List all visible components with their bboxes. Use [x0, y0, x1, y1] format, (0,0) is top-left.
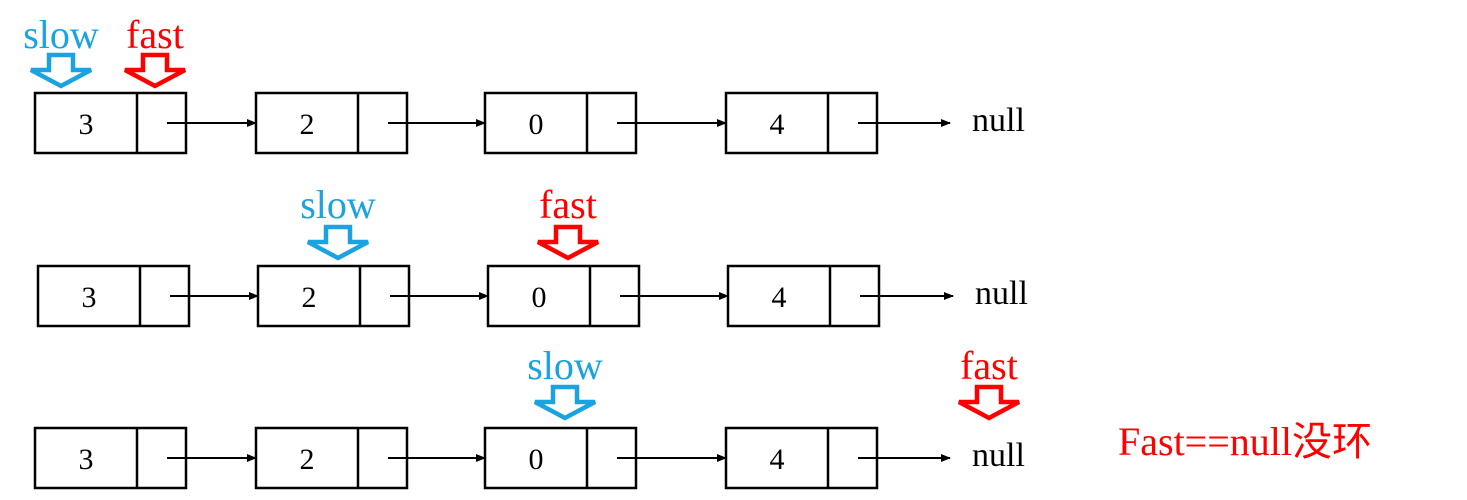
row-0-null-label: null	[972, 102, 1025, 139]
row-2-slow-arrow-icon	[533, 384, 597, 421]
row-0-node-2-value: 0	[529, 108, 544, 141]
row-2-node-2-value: 0	[529, 443, 544, 476]
row-2-fast-arrow-icon	[957, 384, 1021, 421]
row-2-fast-label: fast	[960, 343, 1018, 388]
row-1-node-2-box	[486, 264, 641, 328]
row-2-node-3-box	[724, 426, 879, 490]
row-1-node-3-box	[726, 264, 881, 328]
row-1-node-1-box	[256, 264, 411, 328]
row-0-fast-label: fast	[126, 12, 184, 57]
row-2-null-label: null	[972, 437, 1025, 474]
row-0-node-3-box	[724, 91, 879, 155]
row-1-node-0-box	[36, 264, 191, 328]
row-2-node-0-box	[33, 426, 188, 490]
row-0-node-0-value: 3	[79, 108, 94, 141]
row-0-node-3-value: 4	[770, 108, 785, 141]
row-2-node-1-box	[254, 426, 409, 490]
row-1-node-2-value: 0	[532, 281, 547, 314]
row-1-slow-label: slow	[300, 182, 376, 227]
row-1-null-label: null	[975, 275, 1028, 312]
row-1-node-3-value: 4	[772, 281, 787, 314]
row-2-slow-label: slow	[527, 343, 603, 388]
row-0-slow-label: slow	[23, 12, 99, 57]
row-0-node-0-box	[33, 91, 188, 155]
row-2-node-2-box	[483, 426, 638, 490]
row-1-fast-label: fast	[539, 182, 597, 227]
row-0-node-1-value: 2	[300, 108, 315, 141]
row-0-node-2-box	[483, 91, 638, 155]
row-1-slow-arrow-icon	[306, 224, 370, 261]
row-0-node-1-box	[254, 91, 409, 155]
row-1-fast-arrow-icon	[536, 224, 600, 261]
row-1-node-0-value: 3	[82, 281, 97, 314]
row-0-slow-arrow-icon	[29, 52, 93, 89]
row-2-node-1-value: 2	[300, 443, 315, 476]
row-0-fast-arrow-icon	[123, 52, 187, 89]
row-2-node-0-value: 3	[79, 443, 94, 476]
row-1-node-1-value: 2	[302, 281, 317, 314]
row-2-node-3-value: 4	[770, 443, 785, 476]
conclusion-text: Fast==null没环	[1118, 419, 1372, 464]
